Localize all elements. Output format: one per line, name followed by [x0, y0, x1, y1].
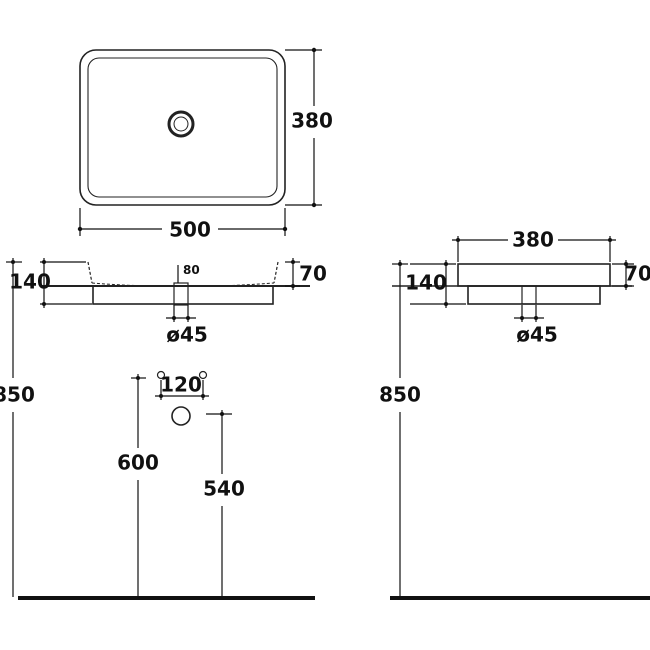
drain-hole [167, 110, 195, 138]
dimension-rim-70-side: 70 [612, 260, 650, 290]
basin-inner-outline [87, 57, 278, 198]
dim-label-850-left: 850 [0, 383, 35, 407]
dimension-drain-front: ø45 [166, 305, 208, 347]
water-inlet-right [198, 370, 208, 380]
dim-label-o45-side: ø45 [516, 323, 558, 347]
dimension-width-380-side: 380 [452, 228, 616, 262]
dim-label-120: 120 [160, 373, 202, 397]
basin-body-side [467, 285, 601, 305]
basin-body-front [92, 285, 274, 305]
dim-label-380-side: 380 [512, 228, 554, 252]
dim-label-70-side: 70 [624, 262, 650, 286]
front-view: 80 70 140 ø45 [0, 258, 327, 600]
basin-rim-side [457, 263, 611, 287]
dim-label-540: 540 [203, 477, 245, 501]
dimension-basin-140-side: 140 [405, 260, 466, 308]
drain-slot-front [173, 282, 189, 306]
dim-label-500: 500 [169, 218, 211, 242]
top-view: 500 380 [77, 47, 333, 242]
dim-label-140-side: 140 [405, 271, 447, 295]
dimension-height-540: 540 [203, 410, 245, 597]
dimension-depth-380: 380 [285, 47, 333, 208]
drain-hole-inner [173, 116, 189, 132]
dim-label-o45-front: ø45 [166, 323, 208, 347]
drain-slot-side [521, 285, 537, 305]
dimension-rim-70: 70 [285, 258, 327, 290]
dimension-height-850-left: 850 [0, 258, 35, 597]
dim-label-850-side: 850 [379, 383, 421, 407]
dim-label-380-top: 380 [291, 109, 333, 133]
dim-label-70-front: 70 [299, 262, 327, 286]
dim-label-140-front: 140 [9, 270, 51, 294]
water-inlet-left [156, 370, 166, 380]
dimension-basin-140-front: 140 [9, 258, 92, 308]
dimension-height-850-side: 850 [379, 260, 421, 597]
dim-label-80: 80 [183, 263, 200, 277]
waste-outlet [171, 406, 191, 426]
dimension-drain-side: ø45 [514, 305, 558, 347]
dimension-width-500: 500 [77, 208, 288, 242]
dimension-height-600: 600 [117, 374, 159, 597]
wall-connections: 120 [155, 370, 209, 426]
basin-outer-outline [79, 49, 286, 206]
side-view: 380 70 140 ø45 [379, 228, 650, 600]
dim-label-600: 600 [117, 451, 159, 475]
